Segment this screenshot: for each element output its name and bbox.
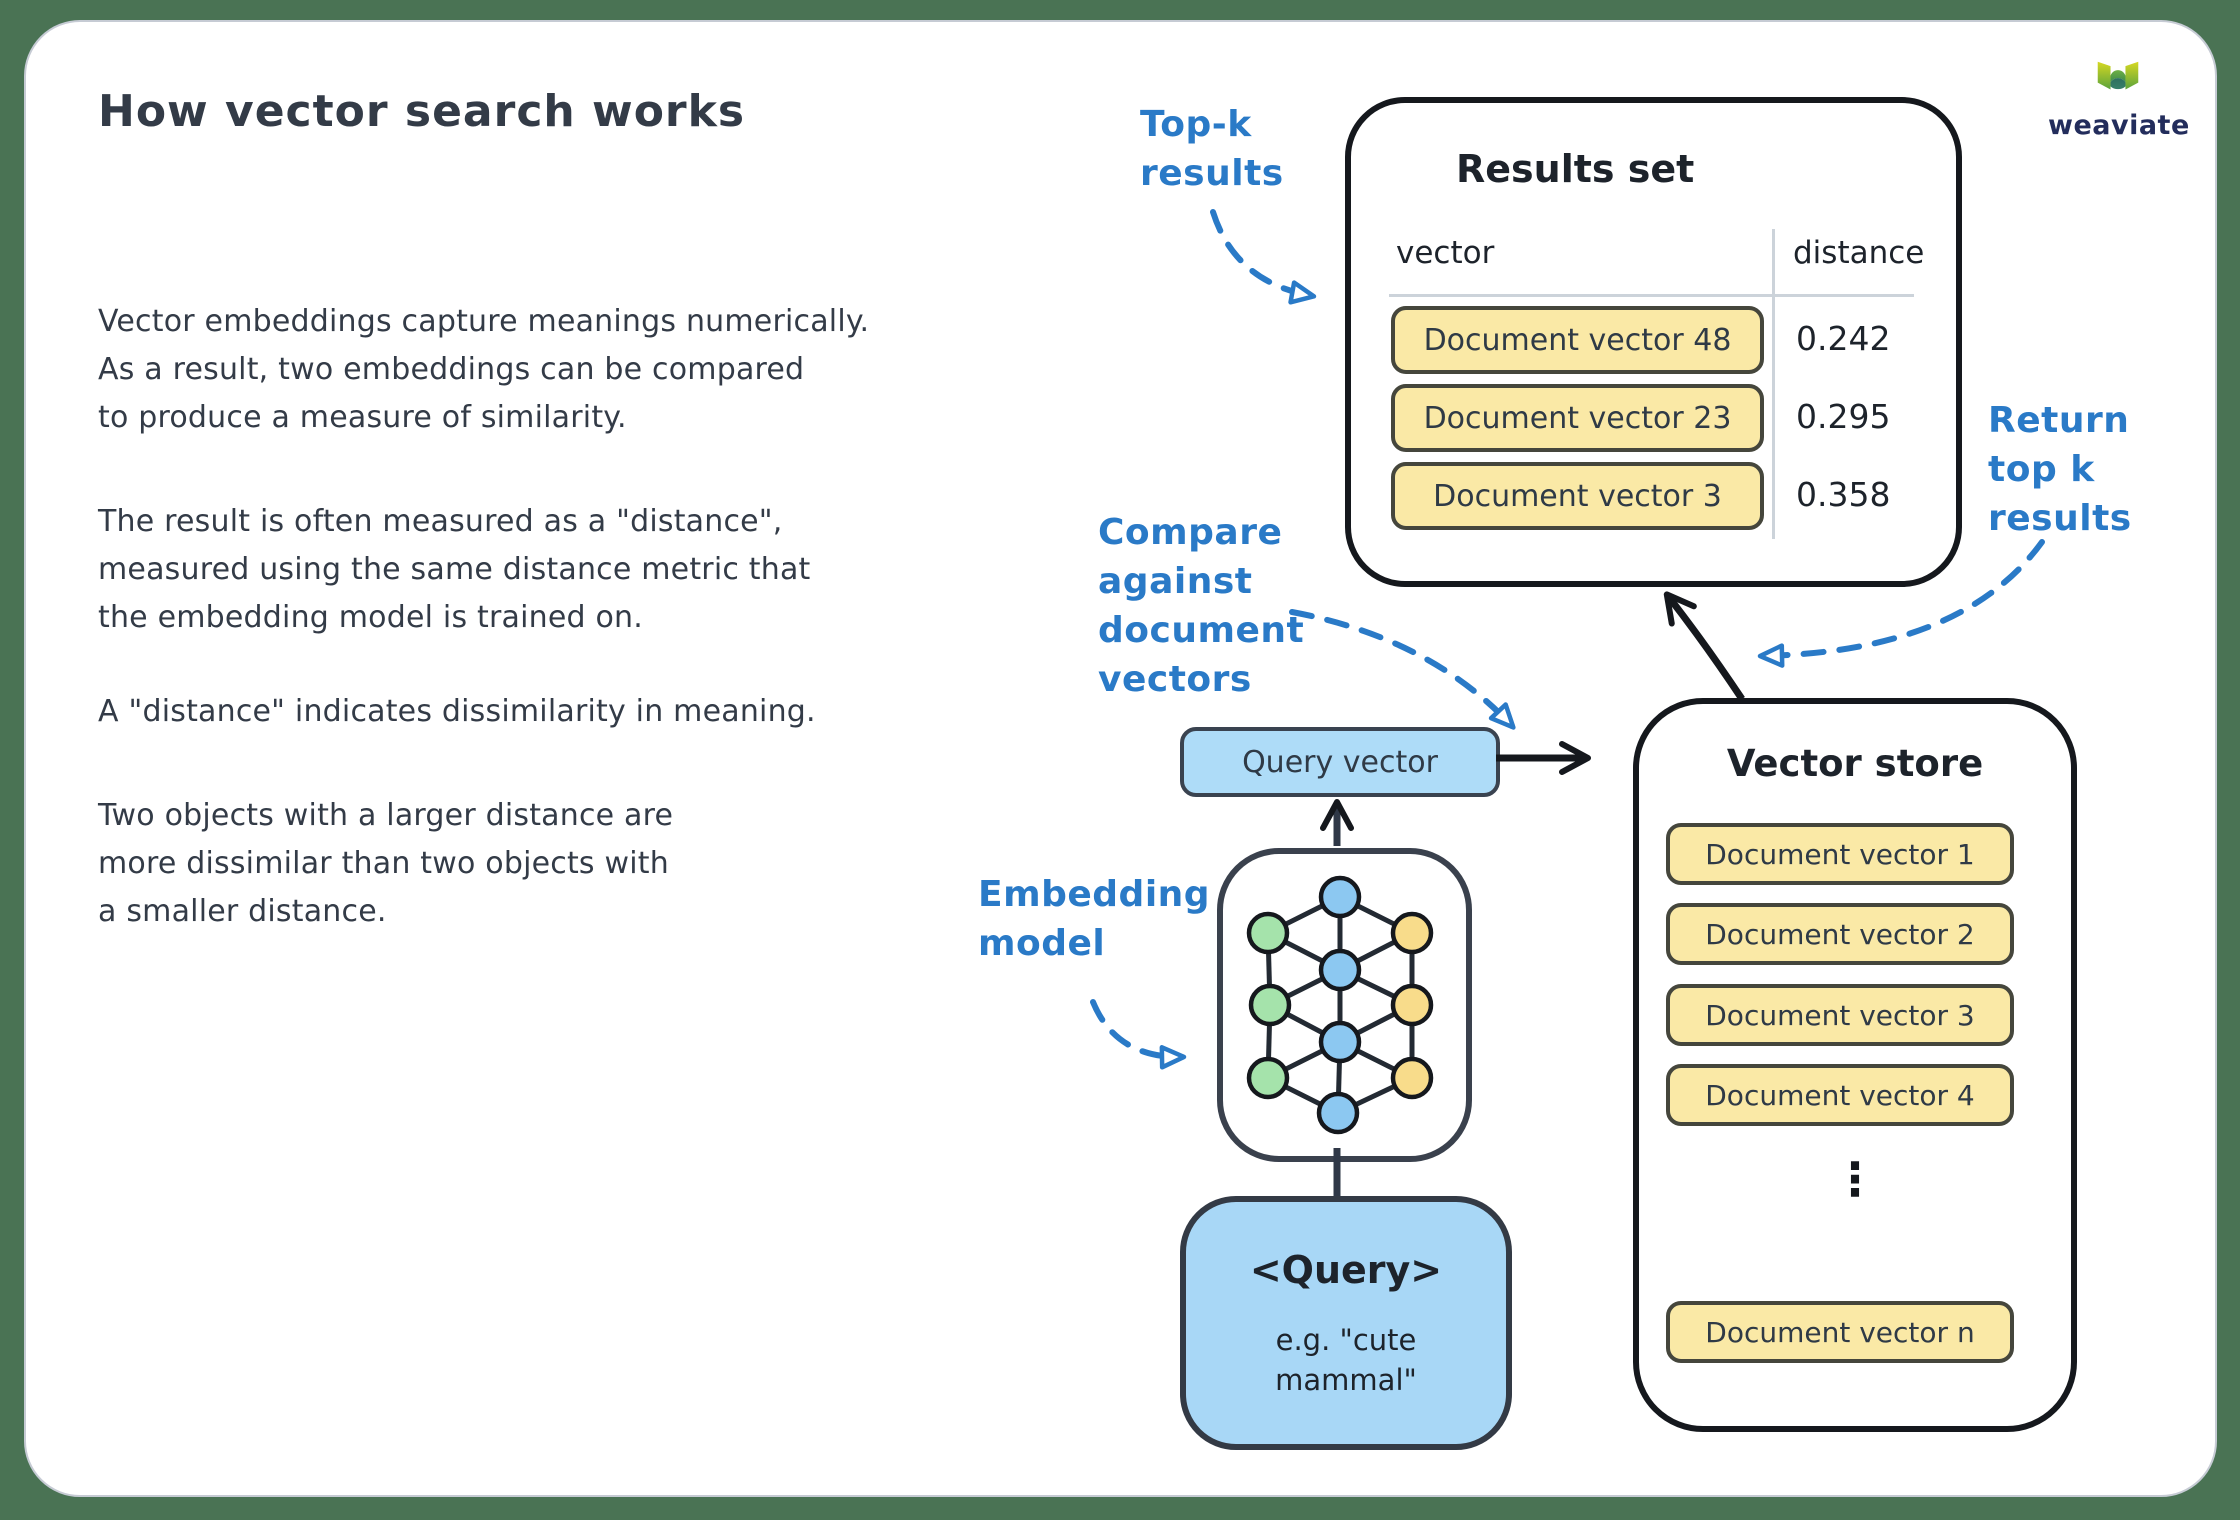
annotation-top-k-results: Top-k results [1140,104,1284,194]
paragraph-3: A "distance" indicates dissimilarity in … [98,694,816,729]
query-box: <Query> e.g. "cute mammal" [1180,1196,1512,1450]
result-row-pill: Document vector 23 [1391,384,1764,452]
result-row-pill: Document vector 3 [1391,462,1764,530]
annotation-compare-against: Compare against document vectors [1098,512,1305,700]
vector-store-box: Vector store Document vector 1 Document … [1633,698,2077,1432]
result-row-distance: 0.295 [1796,397,1891,436]
store-item-pill: Document vector 1 [1666,823,2014,885]
embedding-model-box [1217,848,1472,1162]
store-item-pill: Document vector 4 [1666,1064,2014,1126]
results-set-title: Results set [1456,147,1695,191]
paragraph-1: Vector embeddings capture meanings numer… [98,304,870,435]
store-item-pill: Document vector 2 [1666,903,2014,965]
paragraph-4: Two objects with a larger distance are m… [98,798,674,929]
results-set-box: Results set vector distance Document vec… [1345,97,1962,587]
weaviate-logo-icon [2097,61,2139,90]
annotation-return-top-k: Return top k results [1988,400,2132,539]
weaviate-logo-text: weaviate [2048,110,2190,141]
query-box-title: <Query> [1249,1248,1443,1292]
weaviate-logo: weaviate [2048,58,2190,141]
table-header-divider [1389,294,1914,297]
paragraph-2: The result is often measured as a "dista… [98,504,811,635]
column-header-distance: distance [1793,235,1925,271]
result-row-distance: 0.242 [1796,319,1891,358]
table-column-divider [1772,229,1775,539]
vector-store-title: Vector store [1726,742,1984,785]
store-item-pill: Document vector 3 [1666,984,2014,1046]
annotation-embedding-model: Embedding model [978,874,1211,964]
result-row-distance: 0.358 [1796,475,1891,514]
page-title: How vector search works [98,86,746,137]
store-item-pill: Document vector n [1666,1301,2014,1363]
query-box-example: e.g. "cute mammal" [1275,1323,1417,1397]
result-row-pill: Document vector 48 [1391,306,1764,374]
column-header-vector: vector [1396,235,1495,271]
query-vector-pill: Query vector [1180,727,1500,797]
ellipsis-icon: ⋮ [1832,1152,1878,1206]
